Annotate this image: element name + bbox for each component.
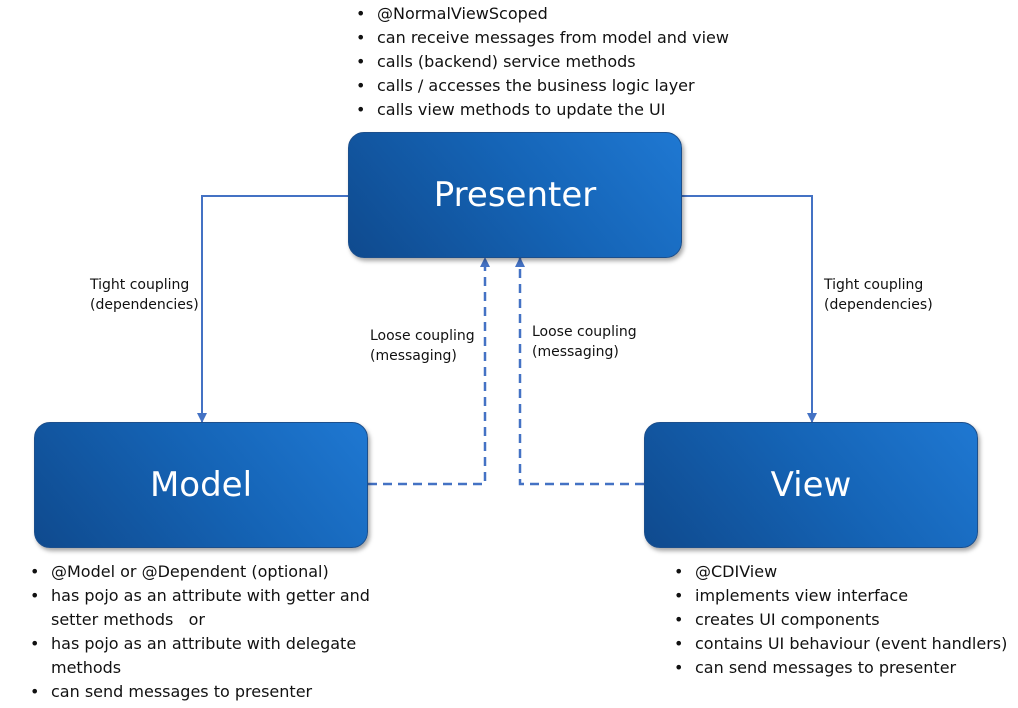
- loose-coupling-arrow-model: [368, 257, 490, 486]
- model-title: Model: [149, 465, 253, 505]
- loose-coupling-label-right: Loose coupling (messaging): [532, 322, 637, 362]
- loose-coupling-arrow-view: [515, 257, 644, 486]
- view-title: View: [770, 465, 852, 505]
- label-line: Loose coupling: [370, 328, 475, 344]
- label-line: (messaging): [370, 348, 457, 364]
- model-box: Model: [34, 422, 368, 548]
- tight-coupling-arrow-view: [682, 195, 817, 423]
- list-item: can receive messages from model and view: [352, 26, 729, 50]
- list-item: calls (backend) service methods: [352, 50, 729, 74]
- presenter-bullet-list: @NormalViewScoped can receive messages f…: [352, 2, 729, 122]
- list-item: @NormalViewScoped: [352, 2, 729, 26]
- list-item: @Model or @Dependent (optional): [26, 560, 370, 584]
- list-item: calls view methods to update the UI: [352, 98, 729, 122]
- model-bullet-list: @Model or @Dependent (optional) has pojo…: [26, 560, 370, 704]
- list-item: calls / accesses the business logic laye…: [352, 74, 729, 98]
- list-item: has pojo as an attribute with delegate: [26, 632, 370, 656]
- label-line: Loose coupling: [532, 324, 637, 340]
- list-item: @CDIView: [670, 560, 1007, 584]
- loose-coupling-label-left: Loose coupling (messaging): [370, 326, 475, 366]
- list-item-continuation: methods: [51, 658, 122, 677]
- list-item: can send messages to presenter: [670, 656, 1007, 680]
- list-item-continuation: setter methods or: [51, 610, 205, 629]
- view-bullet-list: @CDIView implements view interface creat…: [670, 560, 1007, 680]
- tight-coupling-label-right: Tight coupling (dependencies): [824, 275, 933, 315]
- presenter-title: Presenter: [433, 175, 597, 215]
- list-item: creates UI components: [670, 608, 1007, 632]
- tight-coupling-arrow-model: [197, 195, 348, 423]
- tight-coupling-label-left: Tight coupling (dependencies): [90, 275, 199, 315]
- label-line: (dependencies): [90, 297, 199, 313]
- list-item: contains UI behaviour (event handlers): [670, 632, 1007, 656]
- list-item: can send messages to presenter: [26, 680, 370, 704]
- view-box: View: [644, 422, 978, 548]
- presenter-box: Presenter: [348, 132, 682, 258]
- label-line: Tight coupling: [90, 277, 190, 293]
- list-item: has pojo as an attribute with getter and: [26, 584, 370, 608]
- list-item: implements view interface: [670, 584, 1007, 608]
- label-line: (dependencies): [824, 297, 933, 313]
- label-line: (messaging): [532, 344, 619, 360]
- label-line: Tight coupling: [824, 277, 924, 293]
